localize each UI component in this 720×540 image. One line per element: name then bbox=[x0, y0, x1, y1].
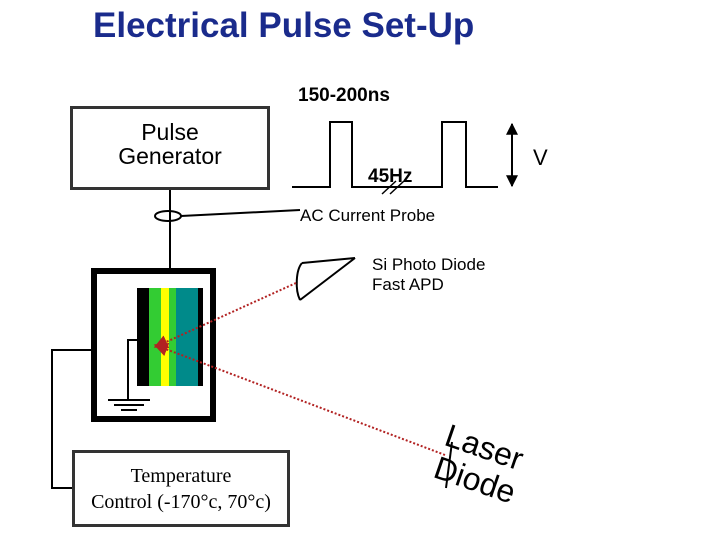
current-probe-ring bbox=[154, 210, 182, 222]
temperature-control-label: Temperature Control (-170°c, 70°c) bbox=[72, 463, 290, 515]
temperature-control-line-1: Temperature bbox=[130, 465, 232, 487]
sample-layer-5 bbox=[176, 288, 198, 386]
laser-diode-icon bbox=[445, 441, 453, 489]
temperature-control-box bbox=[72, 450, 290, 527]
sample-layer-3 bbox=[161, 288, 169, 386]
photo-diode-icon bbox=[295, 257, 356, 301]
ground-wire bbox=[127, 339, 137, 400]
current-probe-label: AC Current Probe bbox=[300, 206, 436, 225]
temperature-control-line-2: Control (-170°c, 70°c) bbox=[91, 491, 271, 513]
page-title: Electrical Pulse Set-Up bbox=[93, 6, 475, 45]
pulse-width-label: 150-200ns bbox=[298, 85, 390, 106]
pulse-generator-line-2: Generator bbox=[118, 143, 222, 169]
temperature-wire bbox=[51, 349, 94, 489]
pulse-generator-box bbox=[70, 106, 270, 190]
pulse-generator-label: Pulse Generator bbox=[70, 120, 270, 168]
voltage-label: V bbox=[533, 145, 548, 170]
photo-diode-label: Si Photo Diode Fast APD bbox=[372, 255, 485, 295]
pulse-generator-line-1: Pulse bbox=[141, 119, 199, 145]
emission-path bbox=[153, 282, 297, 349]
break-mark-1 bbox=[381, 180, 397, 195]
frequency-label: 45Hz bbox=[368, 166, 413, 187]
photo-diode-line-2: Fast APD bbox=[372, 275, 444, 294]
break-mark-2 bbox=[389, 180, 405, 195]
sample-layer-4 bbox=[169, 288, 176, 386]
photo-diode-line-1: Si Photo Diode bbox=[372, 255, 486, 274]
probe-lead bbox=[180, 209, 301, 217]
sample-layer-6 bbox=[198, 288, 203, 386]
sample-layer-2 bbox=[149, 288, 161, 386]
sample-layer-1 bbox=[137, 288, 149, 386]
